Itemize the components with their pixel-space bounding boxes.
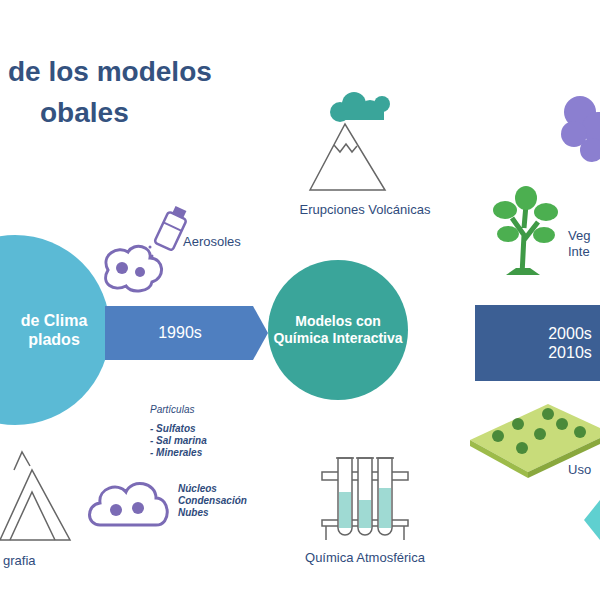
cloud-nuclei-icon (90, 483, 168, 525)
node-label: Modelos con Química Interactiva (272, 313, 404, 347)
particle-item: - Sulfatos (150, 423, 196, 435)
model-circle: de Clima plados (0, 235, 110, 425)
aerosol-label: Aerosoles (183, 234, 241, 250)
vegetation-icon (493, 186, 558, 275)
node-label: de Clima plados (0, 311, 108, 349)
volcano-label: Erupciones Volcánicas (290, 202, 440, 218)
period-band: 2000s 2010s (475, 305, 600, 381)
nuclei-label: Núcleos Condensación Nubes (178, 483, 248, 519)
test-tubes-icon (322, 458, 408, 540)
volcano-icon (310, 92, 390, 190)
particle-item: - Minerales (150, 447, 202, 459)
fields-icon (470, 404, 600, 478)
model-circle: Modelos con Química Interactiva (268, 260, 408, 400)
diamond-icon (584, 500, 600, 540)
particles-label: Partículas (150, 404, 194, 416)
mountain-icon (0, 452, 70, 540)
node-label: 2000s 2010s (545, 324, 595, 362)
chemistry-label: Química Atmosférica (290, 550, 440, 566)
period-arrow: 1990s (105, 306, 268, 360)
rect-outline (475, 305, 600, 381)
title: de los modelos obales (40, 52, 255, 133)
aerosol-icon (106, 204, 190, 291)
node-label: 1990s (105, 323, 255, 342)
circle-outline (0, 235, 110, 425)
land-use-label: Uso (568, 462, 591, 478)
particle-item: - Sal marina (150, 435, 207, 447)
cloud-icon (561, 96, 600, 162)
vegetation-label: Veg Inte (568, 228, 598, 259)
topography-label: grafia (3, 553, 36, 569)
